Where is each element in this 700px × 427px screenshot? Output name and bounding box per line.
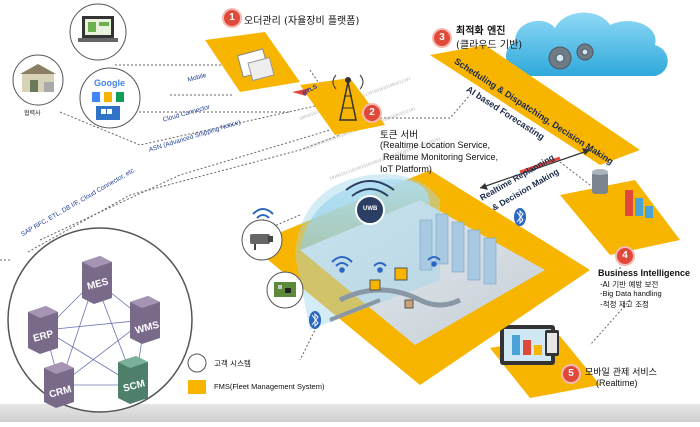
partner-building-icon [12, 54, 64, 106]
server-scm-icon [118, 356, 148, 404]
iot-board-icon [266, 271, 304, 309]
legend-fms: FMS(Fleet Management System) [214, 382, 325, 391]
step-3-badge: 3 [434, 30, 450, 46]
step-4-line-1: -AI 기반 예방 보전 [600, 280, 659, 289]
step-2-title: 토큰 서버 [380, 130, 418, 141]
step-3-subtitle: (클라우드 기반) [456, 40, 523, 51]
cloud-apps-icon: Google [79, 67, 141, 129]
token-server-platform [300, 74, 385, 135]
step-4-line-2: -Big Data handling [600, 289, 662, 298]
order-platform [205, 32, 300, 92]
legend-swatches [187, 353, 207, 394]
gear-icon [548, 43, 594, 70]
step-1-title: 오더관리 (자율장비 플랫폼) [244, 16, 360, 27]
step-3-title: 최적화 엔진 [456, 26, 506, 37]
legend-customer-systems: 고객 시스템 [214, 359, 251, 368]
bluetooth-icon [309, 208, 526, 329]
laptop-docs-icon [69, 3, 127, 61]
camera-icon [241, 219, 283, 261]
bottom-band [0, 404, 700, 422]
step-5-badge: 5 [563, 366, 579, 382]
server-mes-icon [82, 256, 112, 304]
uwb-label: UWB [363, 206, 378, 212]
replanning-arrow [479, 148, 591, 190]
server-erp-icon [28, 306, 58, 354]
mobile-platform [490, 325, 600, 398]
step-5-subtitle: (Realtime) [596, 378, 638, 388]
step-5-title: 모바일 관제 서비스 [585, 368, 657, 378]
connection-lines [0, 64, 631, 361]
uwb-beacon [345, 180, 395, 225]
step-4-badge: 4 [617, 248, 633, 264]
step-1-badge: 1 [224, 10, 240, 26]
server-wms-icon [130, 296, 160, 344]
step-2-line-1: (Realtime Location Service, [380, 140, 491, 150]
step-4-line-3: -적정 재고 조정 [600, 300, 649, 309]
svg-text:Google: Google [94, 78, 125, 88]
cloud-optimization-engine [505, 12, 668, 77]
customer-systems-circle [7, 227, 193, 413]
warehouse-platform [250, 170, 590, 385]
bi-platform [560, 169, 680, 255]
step-2-line-3: IoT Platform) [380, 164, 432, 174]
step-4-title: Business Intelligence [598, 268, 691, 278]
partner-label: 협력사 [24, 110, 41, 117]
server-crm-icon [44, 362, 74, 408]
step-2-line-2: Realtime Monitoring Service, [383, 152, 499, 162]
scheduling-banner [430, 45, 640, 165]
step-2-badge: 2 [364, 105, 380, 121]
rtls-arrow [292, 88, 310, 96]
